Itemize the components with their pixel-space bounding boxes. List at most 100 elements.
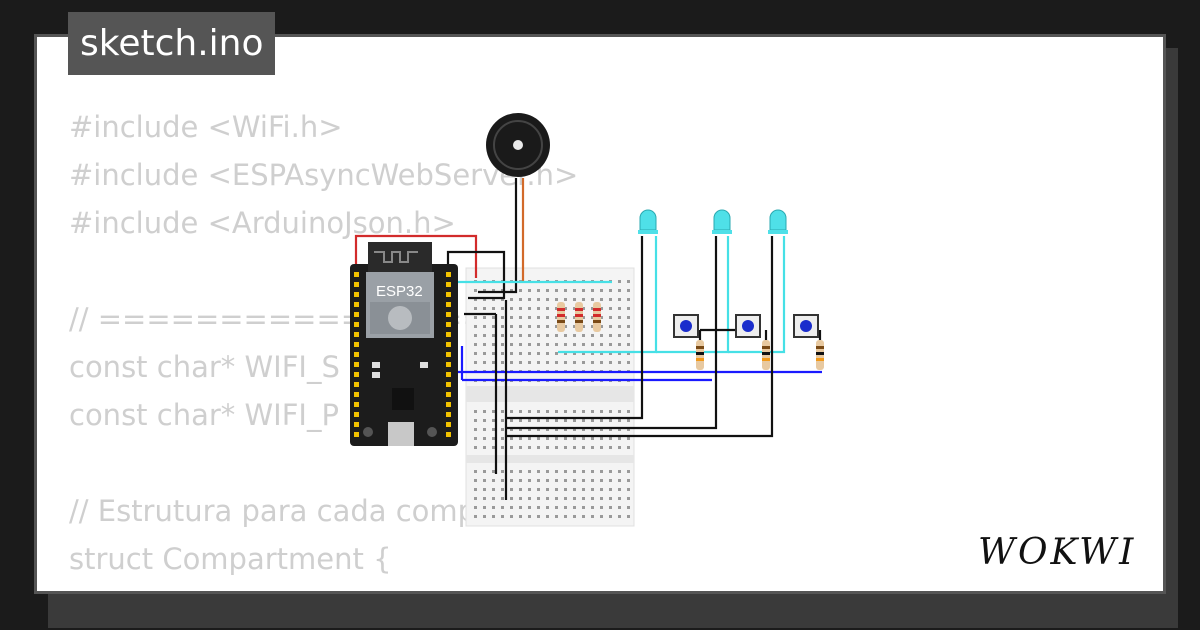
header-pin [446, 432, 451, 437]
header-pin [354, 362, 359, 367]
breadboard-hole [537, 352, 540, 355]
breadboard-hole [555, 325, 558, 328]
breadboard [465, 267, 635, 527]
breadboard-hole [546, 479, 549, 482]
breadboard-hole [528, 437, 531, 440]
breadboard-hole [546, 298, 549, 301]
header-pin [354, 352, 359, 357]
breadboard-hole [483, 316, 486, 319]
breadboard-hole [483, 325, 486, 328]
breadboard-hole [510, 497, 513, 500]
breadboard-hole [546, 325, 549, 328]
header-pin [354, 402, 359, 407]
breadboard-hole [546, 289, 549, 292]
breadboard-hole [537, 298, 540, 301]
breadboard-hole [519, 419, 522, 422]
breadboard-hole [555, 419, 558, 422]
breadboard-hole [501, 343, 504, 346]
breadboard-hole [573, 325, 576, 328]
breadboard-hole [546, 437, 549, 440]
header-pin [446, 402, 451, 407]
breadboard-hole [519, 428, 522, 431]
breadboard-hole [501, 437, 504, 440]
breadboard-hole [519, 446, 522, 449]
breadboard-hole [609, 428, 612, 431]
breadboard-hole [537, 289, 540, 292]
leds [638, 209, 788, 234]
breadboard-hole [546, 343, 549, 346]
header-pin [446, 362, 451, 367]
breadboard-hole [591, 298, 594, 301]
breadboard-hole [564, 470, 567, 473]
breadboard-hole [492, 334, 495, 337]
breadboard-hole [591, 343, 594, 346]
breadboard-hole [537, 497, 540, 500]
breadboard-hole [591, 506, 594, 509]
breadboard-hole [519, 289, 522, 292]
breadboard-hole [537, 419, 540, 422]
breadboard-hole [555, 343, 558, 346]
breadboard-hole [537, 428, 540, 431]
breadboard-hole [609, 352, 612, 355]
breadboard-hole [528, 289, 531, 292]
breadboard-hole [537, 316, 540, 319]
breadboard-hole [600, 446, 603, 449]
breadboard-hole [564, 428, 567, 431]
code-line: struct Compartment { [69, 542, 392, 576]
breadboard-hole [501, 361, 504, 364]
breadboard-hole [627, 479, 630, 482]
breadboard-hole [618, 470, 621, 473]
breadboard-hole [600, 437, 603, 440]
breadboard-hole [600, 307, 603, 310]
breadboard-hole [546, 307, 549, 310]
breadboard-hole [627, 470, 630, 473]
breadboard-hole [600, 488, 603, 491]
breadboard-hole [555, 289, 558, 292]
breadboard-hole [618, 289, 621, 292]
header-pin [354, 332, 359, 337]
breadboard-hole [510, 428, 513, 431]
header-pin [354, 422, 359, 427]
breadboard-hole [600, 479, 603, 482]
breadboard-hole [510, 307, 513, 310]
breadboard-hole [600, 428, 603, 431]
breadboard-hole [474, 497, 477, 500]
breadboard-hole [519, 410, 522, 413]
breadboard-hole [492, 437, 495, 440]
breadboard-hole [591, 488, 594, 491]
breadboard-hole [555, 515, 558, 518]
breadboard-hole [591, 428, 594, 431]
board-label: ESP32 [376, 283, 423, 300]
breadboard-hole [519, 497, 522, 500]
breadboard-hole [591, 325, 594, 328]
breadboard-hole [528, 446, 531, 449]
breadboard-hole [483, 298, 486, 301]
breadboard-hole [528, 334, 531, 337]
breadboard-hole [573, 361, 576, 364]
breadboard-hole [501, 515, 504, 518]
breadboard-hole [573, 307, 576, 310]
breadboard-hole [528, 488, 531, 491]
breadboard-hole [618, 506, 621, 509]
breadboard-hole [591, 352, 594, 355]
breadboard-hole [609, 343, 612, 346]
header-pin [354, 432, 359, 437]
breadboard-hole [501, 497, 504, 500]
breadboard-hole [618, 479, 621, 482]
header-pin [446, 342, 451, 347]
breadboard-hole [618, 361, 621, 364]
breadboard-hole [492, 298, 495, 301]
breadboard-hole [573, 488, 576, 491]
breadboard-hole [510, 361, 513, 364]
breadboard-hole [537, 446, 540, 449]
breadboard-hole [627, 446, 630, 449]
breadboard-hole [573, 428, 576, 431]
breadboard-hole [609, 497, 612, 500]
header-pin [446, 372, 451, 377]
breadboard-hole [528, 343, 531, 346]
breadboard-hole [528, 410, 531, 413]
breadboard-hole [501, 410, 504, 413]
breadboard-hole [483, 437, 486, 440]
breadboard-hole [492, 307, 495, 310]
header-pin [446, 272, 451, 277]
